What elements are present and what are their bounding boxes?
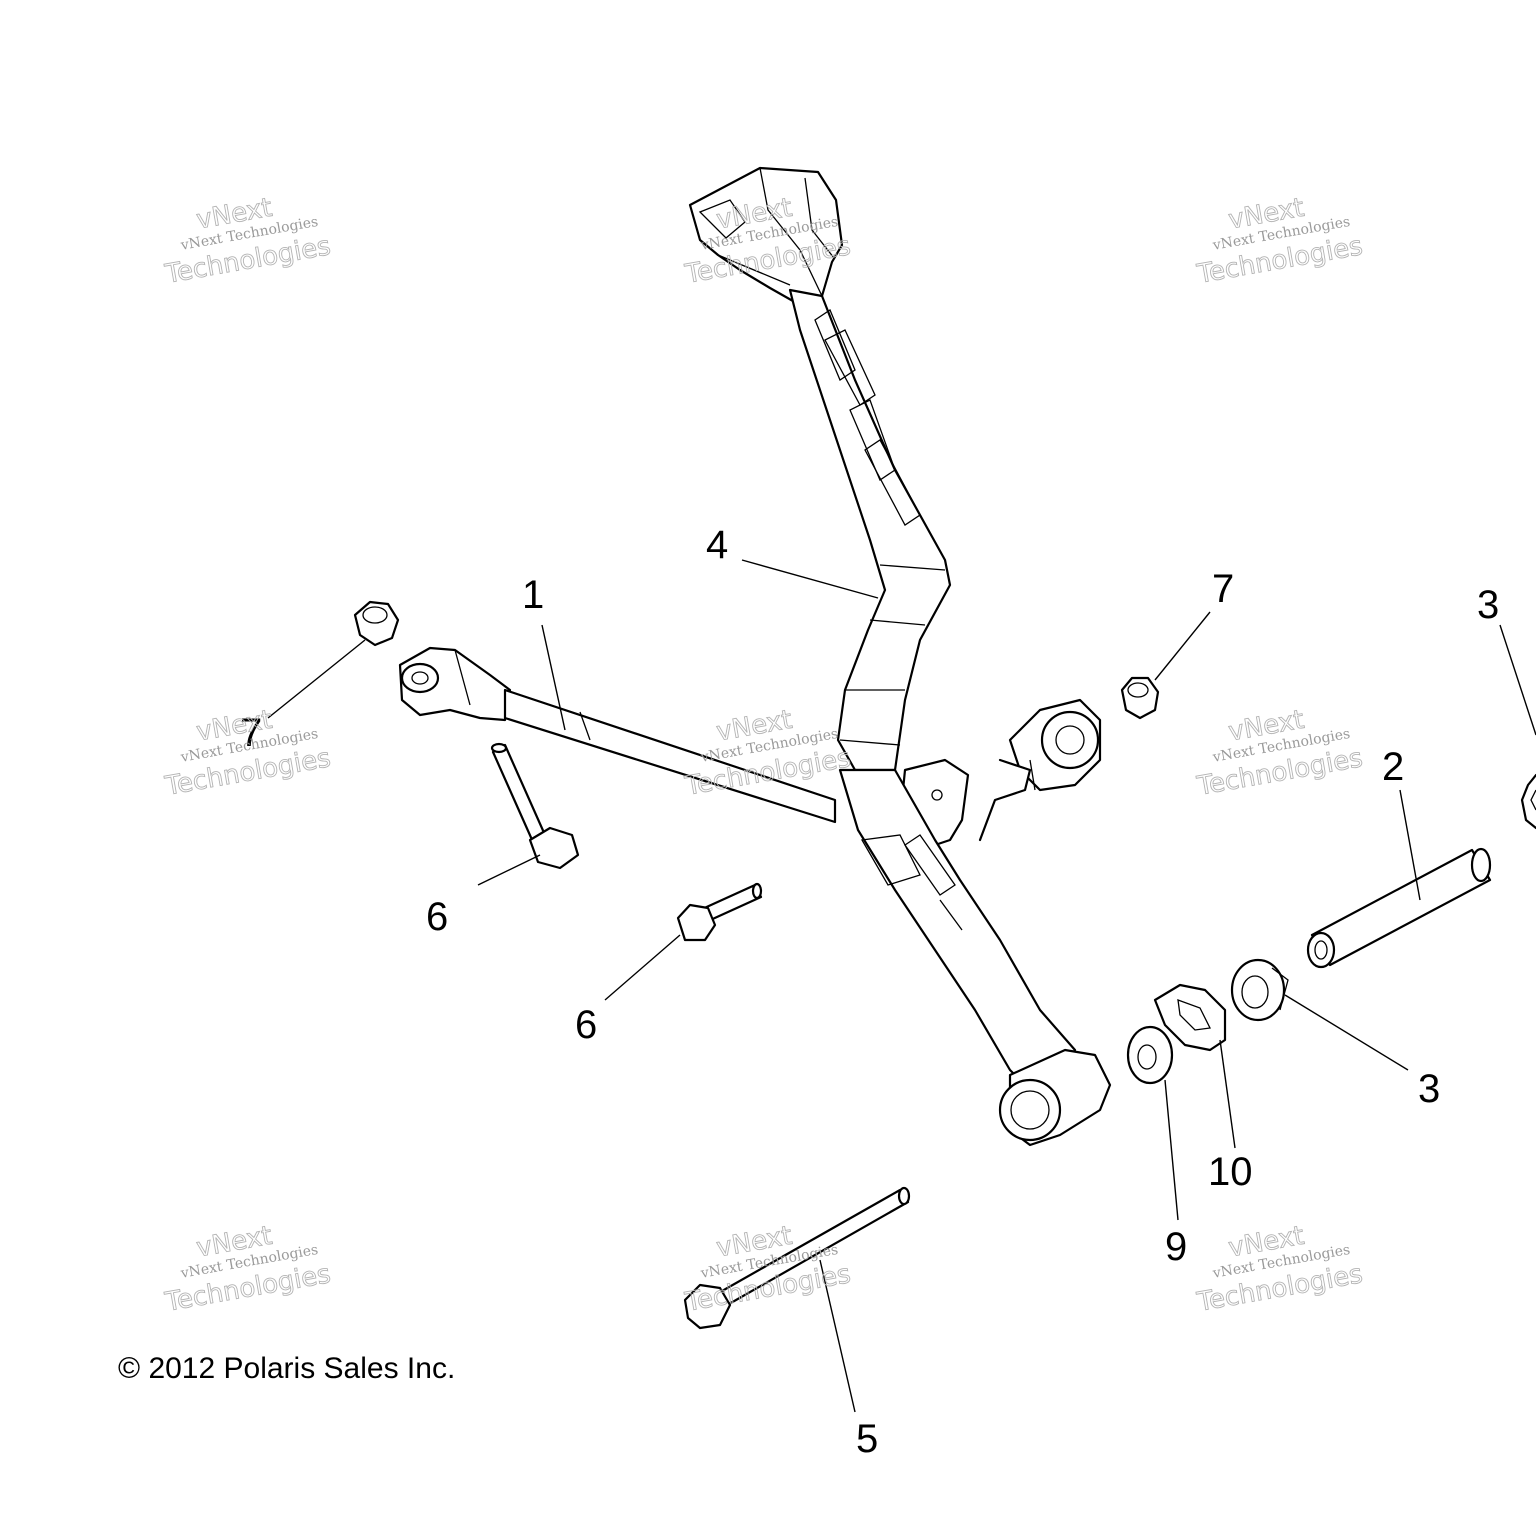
- callout-7-left: 7: [240, 711, 262, 755]
- callout-3-lower: 3: [1418, 1067, 1440, 1111]
- part-2-tube: [1306, 847, 1492, 969]
- watermark: vNext vNext Technologies Technologies: [1194, 1220, 1366, 1318]
- part-9-washer: [1126, 1025, 1174, 1085]
- copyright-notice: © 2012 Polaris Sales Inc.: [118, 1352, 455, 1385]
- watermark: vNext vNext Technologies Technologies: [1194, 704, 1366, 802]
- callout-10: 10: [1208, 1150, 1253, 1194]
- watermark: vNext vNext Technologies Technologies: [162, 1220, 334, 1318]
- part-7-nut-right: [1120, 676, 1160, 720]
- callout-9: 9: [1165, 1225, 1187, 1269]
- watermark: vNext vNext Technologies Technologies: [1194, 192, 1366, 290]
- callout-numbers: 1 2 3 3 4 5 6 6 7 7 9 10: [240, 523, 1499, 1461]
- part-5-long-bolt: [683, 1186, 911, 1330]
- rod-end-right: [978, 698, 1102, 842]
- part-7-nut-left: [353, 600, 400, 647]
- callout-3-upper: 3: [1477, 583, 1499, 627]
- callout-7-right: 7: [1212, 567, 1234, 611]
- watermarks: vNext vNext Technologies Technologies vN…: [162, 192, 1366, 1318]
- callout-4: 4: [706, 523, 728, 567]
- callout-5: 5: [856, 1417, 878, 1461]
- watermark: vNext vNext Technologies Technologies: [162, 192, 334, 290]
- part-6-bolt-upper: [490, 742, 580, 870]
- watermark: vNext vNext Technologies Technologies: [162, 704, 334, 802]
- leader-lines: [267, 559, 1536, 1413]
- part-4-shift-lever: [688, 166, 1112, 1147]
- part-6-bolt-lower: [676, 882, 763, 942]
- part-3-bushing-lower: [1230, 958, 1289, 1022]
- callout-6-upper: 6: [426, 895, 448, 939]
- part-3-bushing-upper: [1520, 773, 1536, 830]
- callout-1: 1: [522, 573, 544, 617]
- part-1-shift-rod: [398, 646, 837, 824]
- callout-6-lower: 6: [575, 1003, 597, 1047]
- part-10-washer: [1153, 983, 1227, 1052]
- watermark: vNext vNext Technologies Technologies: [682, 1220, 854, 1318]
- watermark: vNext vNext Technologies Technologies: [682, 704, 854, 802]
- callout-2: 2: [1382, 745, 1404, 789]
